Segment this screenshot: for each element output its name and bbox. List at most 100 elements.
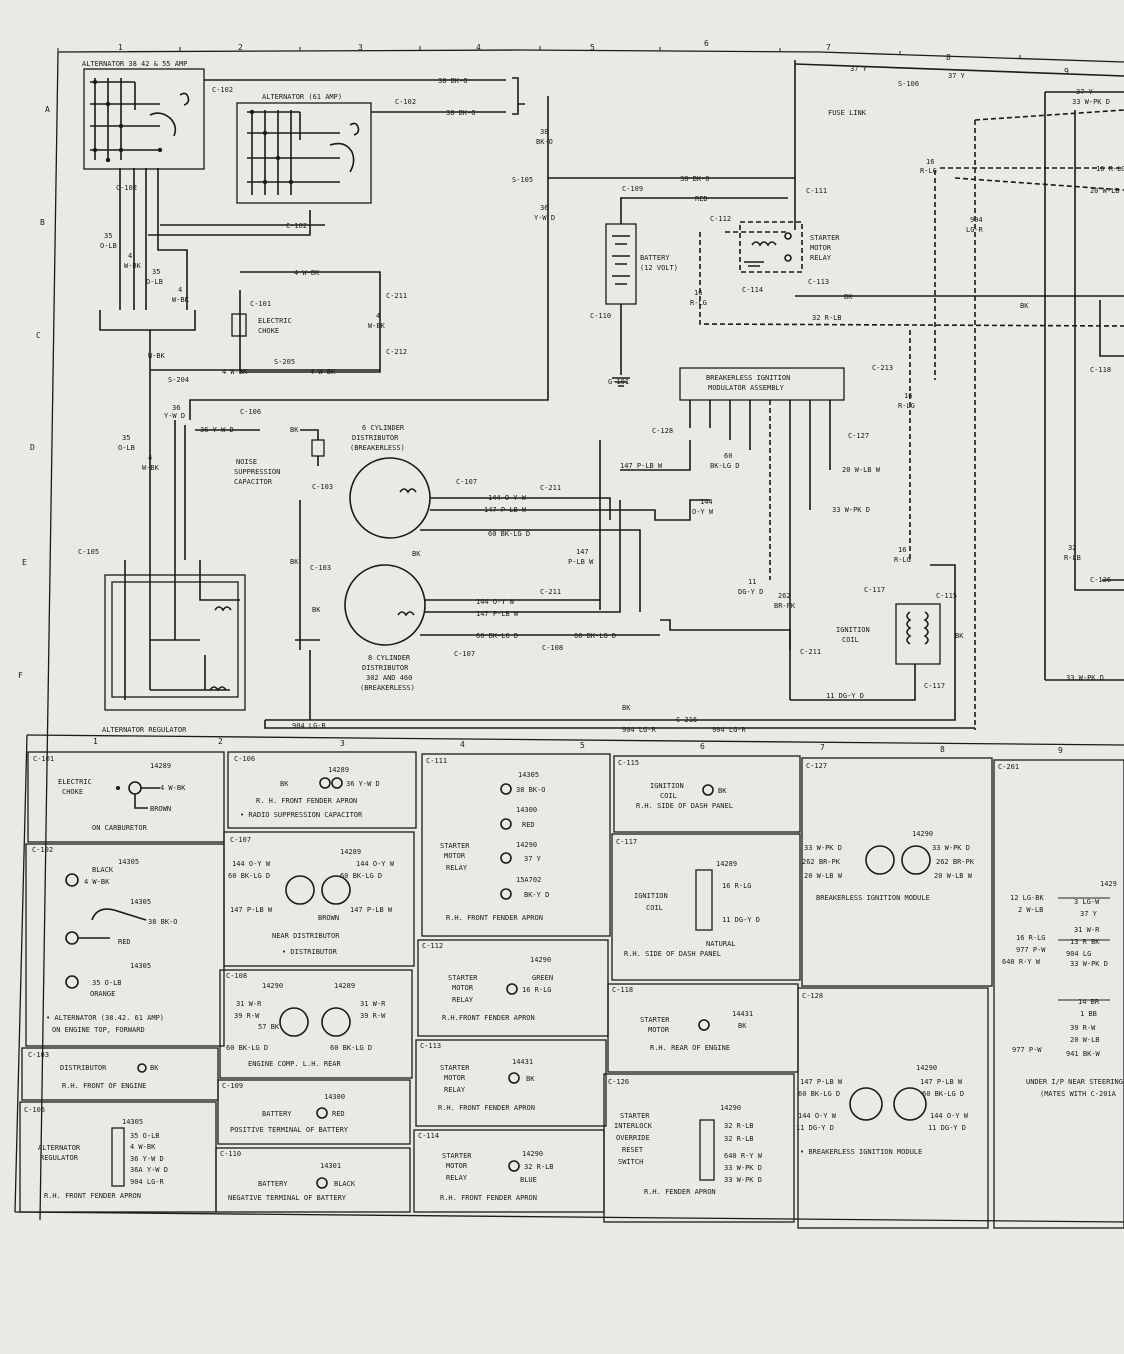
svg-text:14290: 14290: [516, 841, 537, 849]
conn-c107: C-107 14289 144 O-Y W 60 BK-LG D 147 P-L…: [228, 836, 395, 956]
svg-text:2 W-LB: 2 W-LB: [1018, 906, 1043, 914]
starter-relay-label-1: STARTER: [810, 234, 840, 242]
svg-text:36 Y-W D: 36 Y-W D: [130, 1155, 164, 1163]
svg-text:SWITCH: SWITCH: [618, 1158, 643, 1166]
svg-text:33 W-PK D: 33 W-PK D: [1070, 960, 1108, 968]
svg-text:144 O-Y W: 144 O-Y W: [232, 860, 271, 868]
lbl-wbk4d-2: W-BK: [368, 322, 386, 330]
lbl-c102c: C-102: [116, 184, 137, 192]
grid-row-a: A: [45, 105, 50, 114]
distributor-harness: [295, 440, 791, 720]
svg-text:33 W-PK D: 33 W-PK D: [804, 844, 842, 852]
grid-col-2: 2: [238, 43, 243, 52]
grid-col-4: 4: [476, 43, 481, 52]
svg-text:33 W-PK D: 33 W-PK D: [724, 1164, 762, 1172]
lbl-c107a: C-107: [456, 478, 477, 486]
lbl-olb35a-1: 35: [104, 232, 112, 240]
svg-text:RED: RED: [118, 938, 131, 946]
lbl-y37c: 37 Y: [1076, 88, 1094, 96]
svg-text:MOTOR: MOTOR: [444, 852, 466, 860]
svg-text:RELAY: RELAY: [444, 1086, 466, 1094]
svg-text:4 W-BK: 4 W-BK: [130, 1143, 156, 1151]
svg-text:R.H. FRONT FENDER APRON: R.H. FRONT FENDER APRON: [438, 1104, 535, 1112]
lbl-rlg16d-2: R-LG: [898, 402, 915, 410]
noise-cap-label-2: SUPPRESSION: [234, 468, 280, 476]
lbl-plbw147c-1: 147: [576, 548, 589, 556]
lbl-bk38v-2: BK-O: [536, 138, 553, 146]
svg-text:14290: 14290: [522, 1150, 543, 1158]
lbl-s105: S-105: [512, 176, 533, 184]
grid-bcol-1: 1: [93, 737, 98, 746]
svg-text:C-114: C-114: [418, 1132, 439, 1140]
battery: BATTERY (12 VOLT): [605, 198, 678, 387]
lbl-ywd36-2: Y-W D: [534, 214, 555, 222]
lbl-c114: C-114: [742, 286, 763, 294]
lbl-bk-bottom: BK: [622, 704, 631, 712]
svg-text:14305: 14305: [130, 962, 151, 970]
grid-col-8: 8: [946, 53, 951, 62]
svg-text:14289: 14289: [150, 762, 171, 770]
lbl-s204: S-204: [168, 376, 189, 384]
svg-text:14290: 14290: [262, 982, 283, 990]
svg-text:BATTERY: BATTERY: [258, 1180, 288, 1188]
lbl-c105: C-105: [78, 548, 99, 556]
svg-text:R.H. FRONT OF ENGINE: R.H. FRONT OF ENGINE: [62, 1082, 146, 1090]
distributor-8-cylinder: 8 CYLINDER DISTRIBUTOR 302 AND 460 (BREA…: [344, 564, 490, 692]
svg-text:16 R-LG: 16 R-LG: [522, 986, 552, 994]
svg-text:R.H. SIDE OF DASH PANEL: R.H. SIDE OF DASH PANEL: [624, 950, 721, 958]
svg-text:38 BK-O: 38 BK-O: [516, 786, 546, 794]
distributor-6-cylinder: 6 CYLINDER DISTRIBUTOR (BREAKERLESS): [349, 424, 500, 539]
svg-text:C-108: C-108: [226, 972, 247, 980]
svg-text:1 BB: 1 BB: [1080, 1010, 1097, 1018]
lbl-c101: C-101: [250, 300, 271, 308]
svg-text:BK: BK: [280, 780, 289, 788]
svg-text:39 R-W: 39 R-W: [1070, 1024, 1096, 1032]
lbl-wbk4b-1: 4: [178, 286, 182, 294]
svg-text:1429: 1429: [1100, 880, 1117, 888]
svg-text:36 Y-W D: 36 Y-W D: [346, 780, 380, 788]
starter-motor-relay: STARTER MOTOR RELAY FUSE LINK: [739, 109, 867, 273]
svg-text:C-103: C-103: [28, 1051, 49, 1059]
svg-text:904 LG: 904 LG: [1066, 950, 1091, 958]
svg-text:14431: 14431: [732, 1010, 753, 1018]
svg-text:R.H. REAR OF ENGINE: R.H. REAR OF ENGINE: [650, 1044, 730, 1052]
svg-text:38 BK-O: 38 BK-O: [148, 918, 178, 926]
svg-text:14290: 14290: [530, 956, 551, 964]
svg-text:16 R-LG: 16 R-LG: [722, 882, 752, 890]
lbl-bk-side: BK: [290, 558, 299, 566]
svg-text:14305: 14305: [122, 1118, 143, 1126]
lbl-lgr904d: 904 LG-R: [712, 726, 747, 734]
svg-text:13 R BK: 13 R BK: [1070, 938, 1100, 946]
lbl-ywd36b-2: Y-W D: [164, 412, 185, 420]
svg-text:31 W-R: 31 W-R: [1074, 926, 1100, 934]
noise-cap-label-1: NOISE: [236, 458, 257, 466]
conn-c201: C-201 1429 12 LG-BK 2 W-LB 16 R-LG 977 P…: [998, 763, 1123, 1098]
svg-text:31 W-R: 31 W-R: [236, 1000, 262, 1008]
svg-text:ON ENGINE TOP, FORWARD: ON ENGINE TOP, FORWARD: [52, 1026, 145, 1034]
starter-relay-label-3: RELAY: [810, 254, 832, 262]
lbl-olb35c-1: 35: [122, 434, 130, 442]
conn-c113: C-113 14431 STARTER MOTOR RELAY BK R.H. …: [420, 1042, 535, 1112]
lbl-plbw147b: 147 P-LB W: [620, 462, 663, 470]
lbl-wlb20: 20 W-LB: [1090, 187, 1120, 195]
conn-c101: C-101 14289 ELECTRIC CHOKE 4 W-BK BROWN …: [33, 755, 186, 832]
lbl-bk38v-1: 38: [540, 128, 548, 136]
lbl-olb35a-2: O-LB: [100, 242, 117, 250]
lbl-bk: BK: [844, 293, 853, 301]
choke-label-2: CHOKE: [258, 327, 279, 335]
svg-text:C-115: C-115: [618, 759, 639, 767]
svg-text:60 BK-LG D: 60 BK-LG D: [226, 1044, 268, 1052]
svg-text:C-101: C-101: [33, 755, 54, 763]
conn-c112: C-112 14290 STARTER MOTOR RELAY GREEN 16…: [422, 942, 553, 1022]
lbl-rlg16c-1: 16: [926, 158, 934, 166]
grid-row-c: C: [36, 331, 41, 340]
lbl-wbk4f: 4 W-BK: [222, 368, 248, 376]
lbl-c115: C-115: [936, 592, 957, 600]
conn-c109: C-109 14300 BATTERY RED POSITIVE TERMINA…: [222, 1082, 349, 1134]
lbl-rlb32b-2: R-LB: [1064, 554, 1081, 562]
ign-coil-label-1: IGNITION: [836, 626, 870, 634]
svg-text:57 BK: 57 BK: [258, 1023, 280, 1031]
lbl-dgyd11b: 11 DG-Y D: [826, 692, 864, 700]
lbl-bk-coil: BK: [955, 632, 964, 640]
svg-text:RELAY: RELAY: [446, 864, 468, 872]
